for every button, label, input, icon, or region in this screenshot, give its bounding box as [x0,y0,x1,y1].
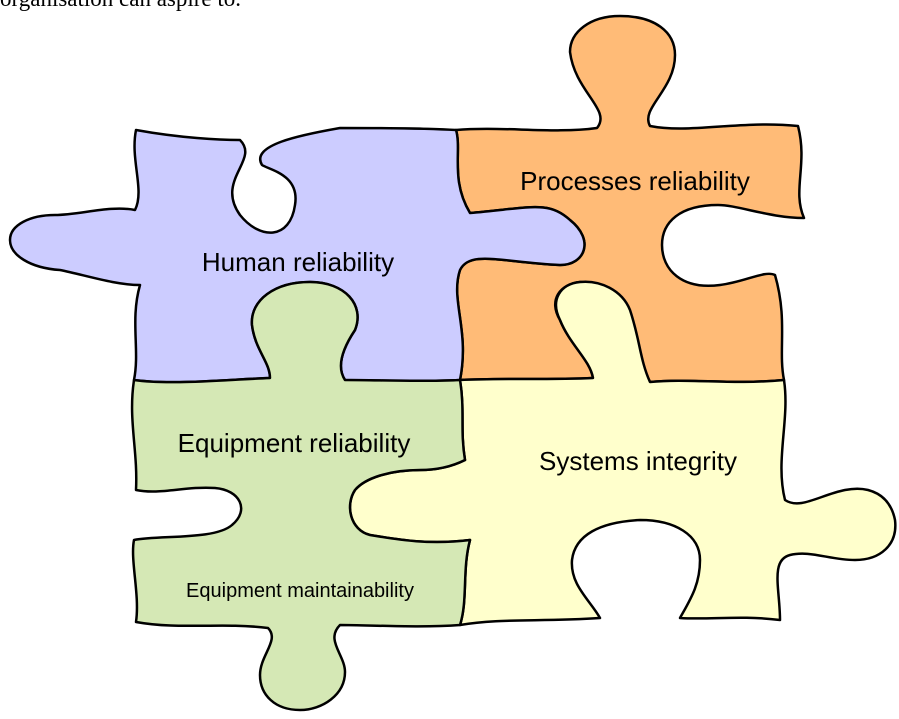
human-reliability-label: Human reliability [202,247,394,277]
intro-text-fragment: organisation can aspire to. [0,0,241,12]
equipment-maintainability-label: Equipment maintainability [186,580,414,602]
systems-integrity-label: Systems integrity [539,446,737,476]
equipment-reliability-piece [130,280,472,712]
processes-reliability-label: Processes reliability [520,166,750,196]
equipment-reliability-label: Equipment reliability [178,428,411,458]
